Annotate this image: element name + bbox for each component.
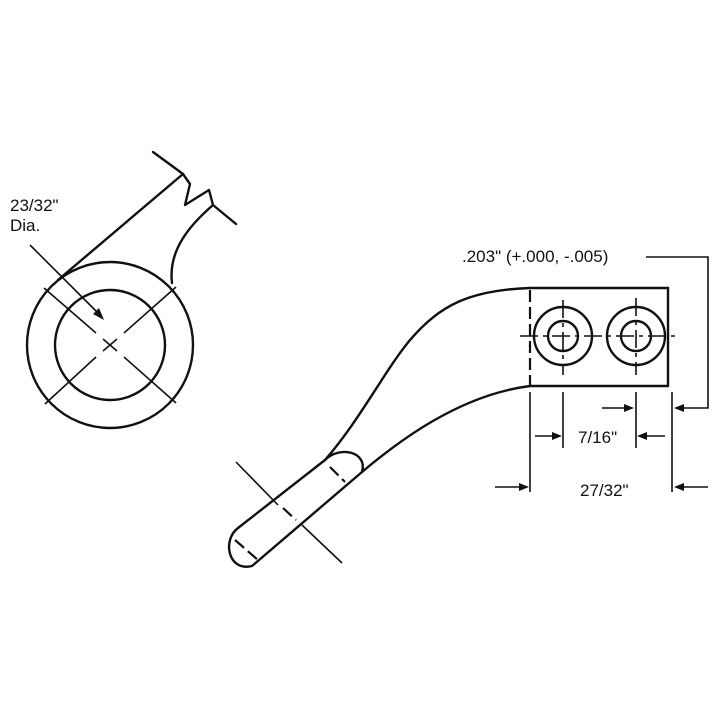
main-view	[227, 256, 709, 568]
overall-length-label: 27/32"	[580, 481, 629, 500]
diameter-suffix: Dia.	[10, 215, 41, 235]
diameter-value: 23/32"	[10, 196, 59, 215]
diameter-label: 23/32" Dia.	[10, 196, 59, 235]
hole-spacing-label: 7/16"	[578, 428, 618, 447]
detail-view	[25, 150, 238, 430]
thickness-label: .203" (+.000, -.005)	[462, 247, 609, 266]
